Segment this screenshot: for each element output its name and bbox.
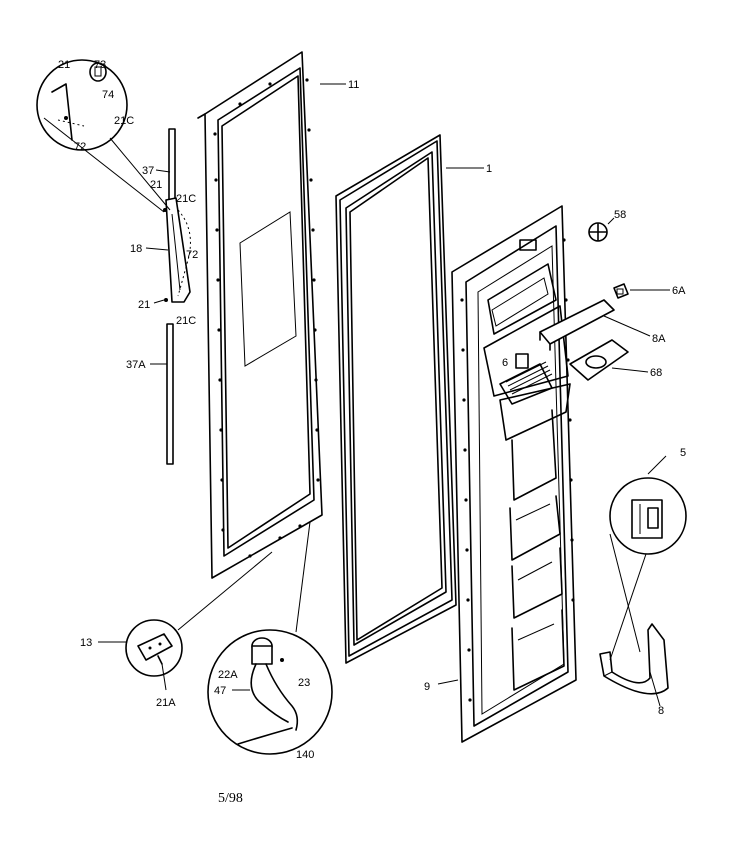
label-72: 72 xyxy=(186,249,198,261)
label-1: 1 xyxy=(486,163,492,175)
label-13: 13 xyxy=(80,637,92,649)
screw-58 xyxy=(588,222,608,242)
label-5: 5 xyxy=(680,447,686,459)
door-gasket xyxy=(335,134,457,664)
label-58: 58 xyxy=(614,209,626,221)
label-23: 23 xyxy=(298,677,310,689)
leader-lines xyxy=(98,83,670,707)
wiring-inset xyxy=(207,629,333,755)
label-21-inset: 21 xyxy=(58,59,70,71)
bar-8A xyxy=(539,299,615,351)
label-140: 140 xyxy=(296,749,314,761)
label-21C-bot: 21C xyxy=(176,315,196,327)
date-code: 5/98 xyxy=(218,791,243,806)
label-8A: 8A xyxy=(652,333,666,345)
label-6A: 6A xyxy=(672,285,686,297)
clip-6A xyxy=(613,283,629,299)
label-6: 6 xyxy=(502,357,508,369)
label-21C-top: 21C xyxy=(176,193,196,205)
label-68: 68 xyxy=(650,367,662,379)
label-9: 9 xyxy=(424,681,430,693)
label-21C-inset: 21C xyxy=(114,115,134,127)
label-37: 37 xyxy=(142,165,154,177)
bin-clip-inset xyxy=(609,477,687,555)
label-37A: 37A xyxy=(126,359,146,371)
label-47: 47 xyxy=(214,685,226,697)
label-74: 74 xyxy=(102,89,114,101)
inner-door-liner xyxy=(451,205,577,743)
label-73: 73 xyxy=(94,59,106,71)
part-number-labels: 11 1 58 6A 8A 6 68 5 9 8 13 21A 22A 23 4… xyxy=(58,59,686,761)
hinge-parts xyxy=(163,128,191,465)
label-21-top: 21 xyxy=(150,179,162,191)
part-6 xyxy=(515,353,529,369)
label-11: 11 xyxy=(348,79,359,91)
outer-door-panel xyxy=(197,51,323,579)
label-21-bot: 21 xyxy=(138,299,150,311)
label-18: 18 xyxy=(130,243,142,255)
label-21A: 21A xyxy=(156,697,176,709)
label-22A: 22A xyxy=(218,669,238,681)
label-8: 8 xyxy=(658,705,664,717)
lever-68 xyxy=(569,339,629,381)
label-72-inset: 72 xyxy=(74,141,86,153)
hinge-detail-inset xyxy=(36,59,128,151)
bracket-inset xyxy=(125,619,183,677)
